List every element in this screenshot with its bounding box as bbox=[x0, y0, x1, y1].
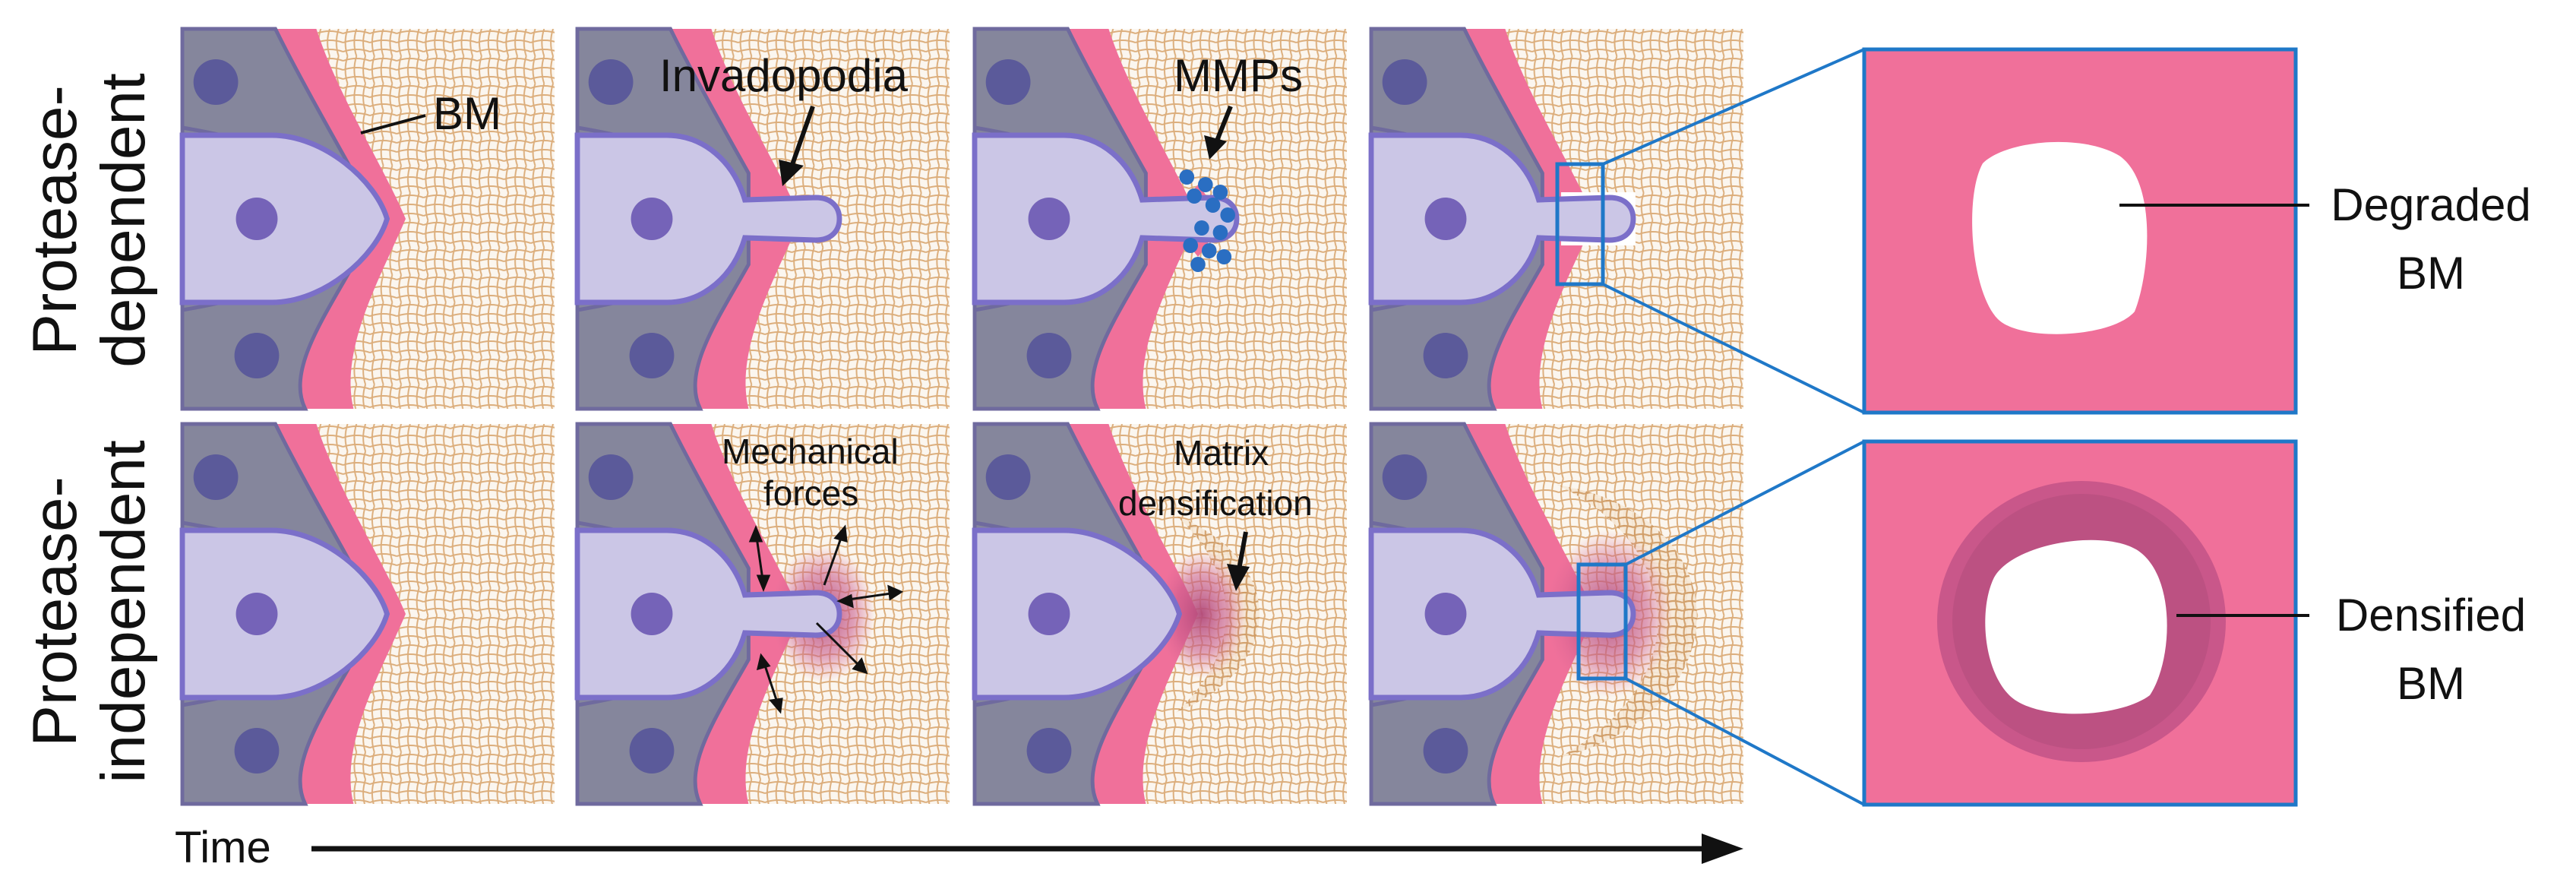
force-arrows bbox=[748, 524, 904, 714]
degraded-label-line1: Degraded bbox=[2331, 179, 2531, 230]
annotation-invadopodia: Invadopodia bbox=[659, 50, 909, 186]
annotation-bm: BM bbox=[360, 88, 501, 139]
row-label-dependent-line1: Protease- bbox=[21, 85, 90, 356]
time-label: Time bbox=[175, 823, 271, 872]
degraded-bm-callout: Degraded BM bbox=[2119, 179, 2531, 299]
annotation-mechanical-forces: Mechanical forces bbox=[722, 432, 904, 714]
mechanical-label-line1: Mechanical bbox=[722, 432, 899, 471]
bm-label: BM bbox=[433, 88, 501, 139]
annotation-mmps: MMPs bbox=[1174, 50, 1303, 160]
zoom-degraded-bm bbox=[1555, 47, 2298, 415]
densified-label-line2: BM bbox=[2397, 658, 2465, 709]
matrix-label-line2: densification bbox=[1118, 483, 1313, 523]
invadopodia-label: Invadopodia bbox=[659, 50, 909, 101]
zoom-densified-bm bbox=[1576, 439, 2298, 807]
panel-r2-c1 bbox=[182, 424, 555, 804]
mmps-label: MMPs bbox=[1174, 50, 1303, 101]
mmp-dots bbox=[1179, 169, 1235, 272]
matrix-label-line1: Matrix bbox=[1174, 433, 1269, 473]
panel-r1-c3 bbox=[975, 29, 1347, 409]
densified-bm-callout: Densified BM bbox=[2176, 590, 2526, 709]
degraded-hole bbox=[1972, 141, 2148, 334]
annotation-matrix-densification: Matrix densification bbox=[1118, 433, 1313, 591]
row-label-independent-line2: independent bbox=[89, 440, 158, 783]
degraded-label-line2: BM bbox=[2397, 248, 2465, 299]
densified-label-line1: Densified bbox=[2336, 590, 2526, 641]
mechanical-label-line2: forces bbox=[763, 473, 858, 513]
row-label-dependent-line2: dependent bbox=[89, 73, 158, 368]
densified-hole bbox=[1985, 539, 2167, 714]
panel-r2-c4 bbox=[1371, 424, 1743, 804]
panel-r1-c4 bbox=[1371, 29, 1743, 409]
time-arrow bbox=[311, 834, 1743, 864]
panel-r1-c1 bbox=[182, 29, 555, 409]
panel-r2-c3 bbox=[975, 424, 1347, 804]
panel-r2-c2 bbox=[577, 424, 950, 804]
row-label-independent-line1: Protease- bbox=[21, 476, 90, 747]
